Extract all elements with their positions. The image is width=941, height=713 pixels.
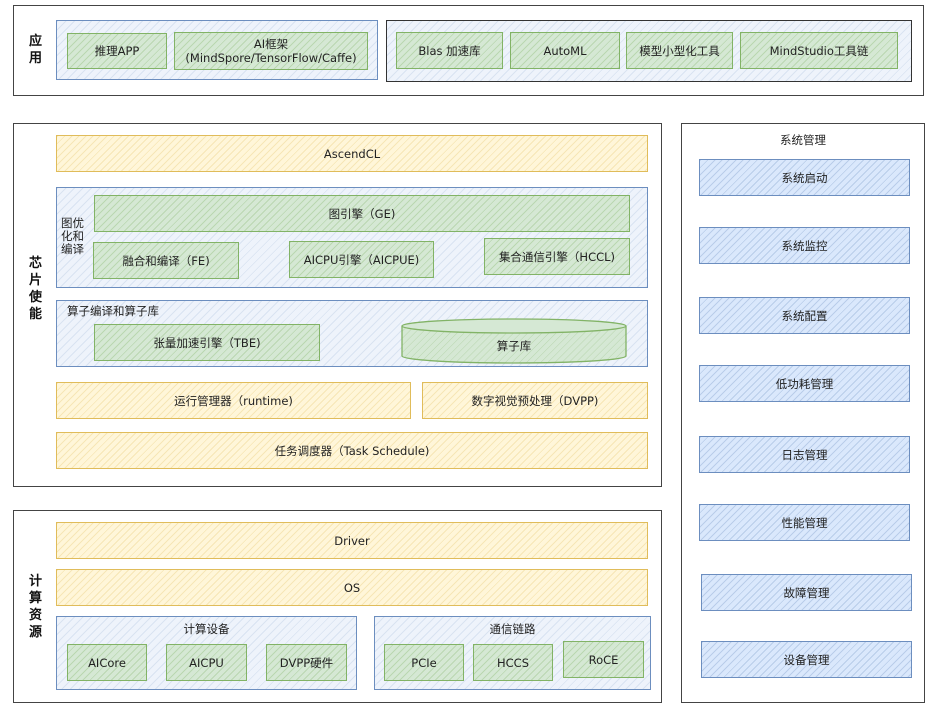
blas-box: Blas 加速库 xyxy=(396,32,503,69)
ai-framework-box: AI框架 (MindSpore/TensorFlow/Caffe) xyxy=(174,32,368,70)
graph-engine-box: 图引擎（GE) xyxy=(94,195,630,232)
aicpu-engine-box: AICPU引擎（AICPUE) xyxy=(289,241,434,278)
hccs-box: HCCS xyxy=(473,644,553,681)
task-schedule-box: 任务调度器（Task Schedule) xyxy=(56,432,648,469)
system-startup-box: 系统启动 xyxy=(699,159,910,196)
ascendcl-box: AscendCL xyxy=(56,135,648,172)
system-configuration-box: 系统配置 xyxy=(699,297,910,334)
chip-enablement-label: 芯片使能 xyxy=(28,256,43,322)
pcie-box: PCIe xyxy=(384,644,464,681)
fault-management-box: 故障管理 xyxy=(701,574,912,611)
aicore-box: AICore xyxy=(67,644,147,681)
system-monitoring-box: 系统监控 xyxy=(699,227,910,264)
os-box: OS xyxy=(56,569,648,606)
aicpu-box: AICPU xyxy=(166,644,247,681)
roce-box: RoCE xyxy=(563,641,644,678)
inference-app-box: 推理APP xyxy=(67,33,167,69)
mindstudio-box: MindStudio工具链 xyxy=(740,32,898,69)
communication-links-title: 通信链路 xyxy=(489,622,536,636)
hccl-engine-box: 集合通信引擎（HCCL) xyxy=(484,238,630,275)
compute-devices-title: 计算设备 xyxy=(183,622,230,636)
compute-resources-label: 计算资源 xyxy=(28,574,43,640)
graph-compile-label: 图优化和编译 xyxy=(61,216,84,256)
operator-group-title: 算子编译和算子库 xyxy=(67,304,159,318)
operator-library-cylinder xyxy=(401,318,627,364)
performance-management-box: 性能管理 xyxy=(699,504,910,541)
tbe-box: 张量加速引擎（TBE) xyxy=(94,324,320,361)
system-management-panel: 系统管理 xyxy=(681,123,925,703)
application-layer-label: 应用 xyxy=(28,34,43,66)
operator-library-label: 算子库 xyxy=(496,339,532,353)
model-compression-box: 模型小型化工具 xyxy=(626,32,733,69)
low-power-management-box: 低功耗管理 xyxy=(699,365,910,402)
automl-box: AutoML xyxy=(510,32,620,69)
log-management-box: 日志管理 xyxy=(699,436,910,473)
system-management-title: 系统管理 xyxy=(780,133,826,147)
fusion-compile-box: 融合和编译（FE) xyxy=(93,242,239,279)
driver-box: Driver xyxy=(56,522,648,559)
device-management-box: 设备管理 xyxy=(701,641,912,678)
runtime-box: 运行管理器（runtime) xyxy=(56,382,411,419)
dvpp-box: 数字视觉预处理（DVPP) xyxy=(422,382,648,419)
dvpp-hardware-box: DVPP硬件 xyxy=(266,644,347,681)
